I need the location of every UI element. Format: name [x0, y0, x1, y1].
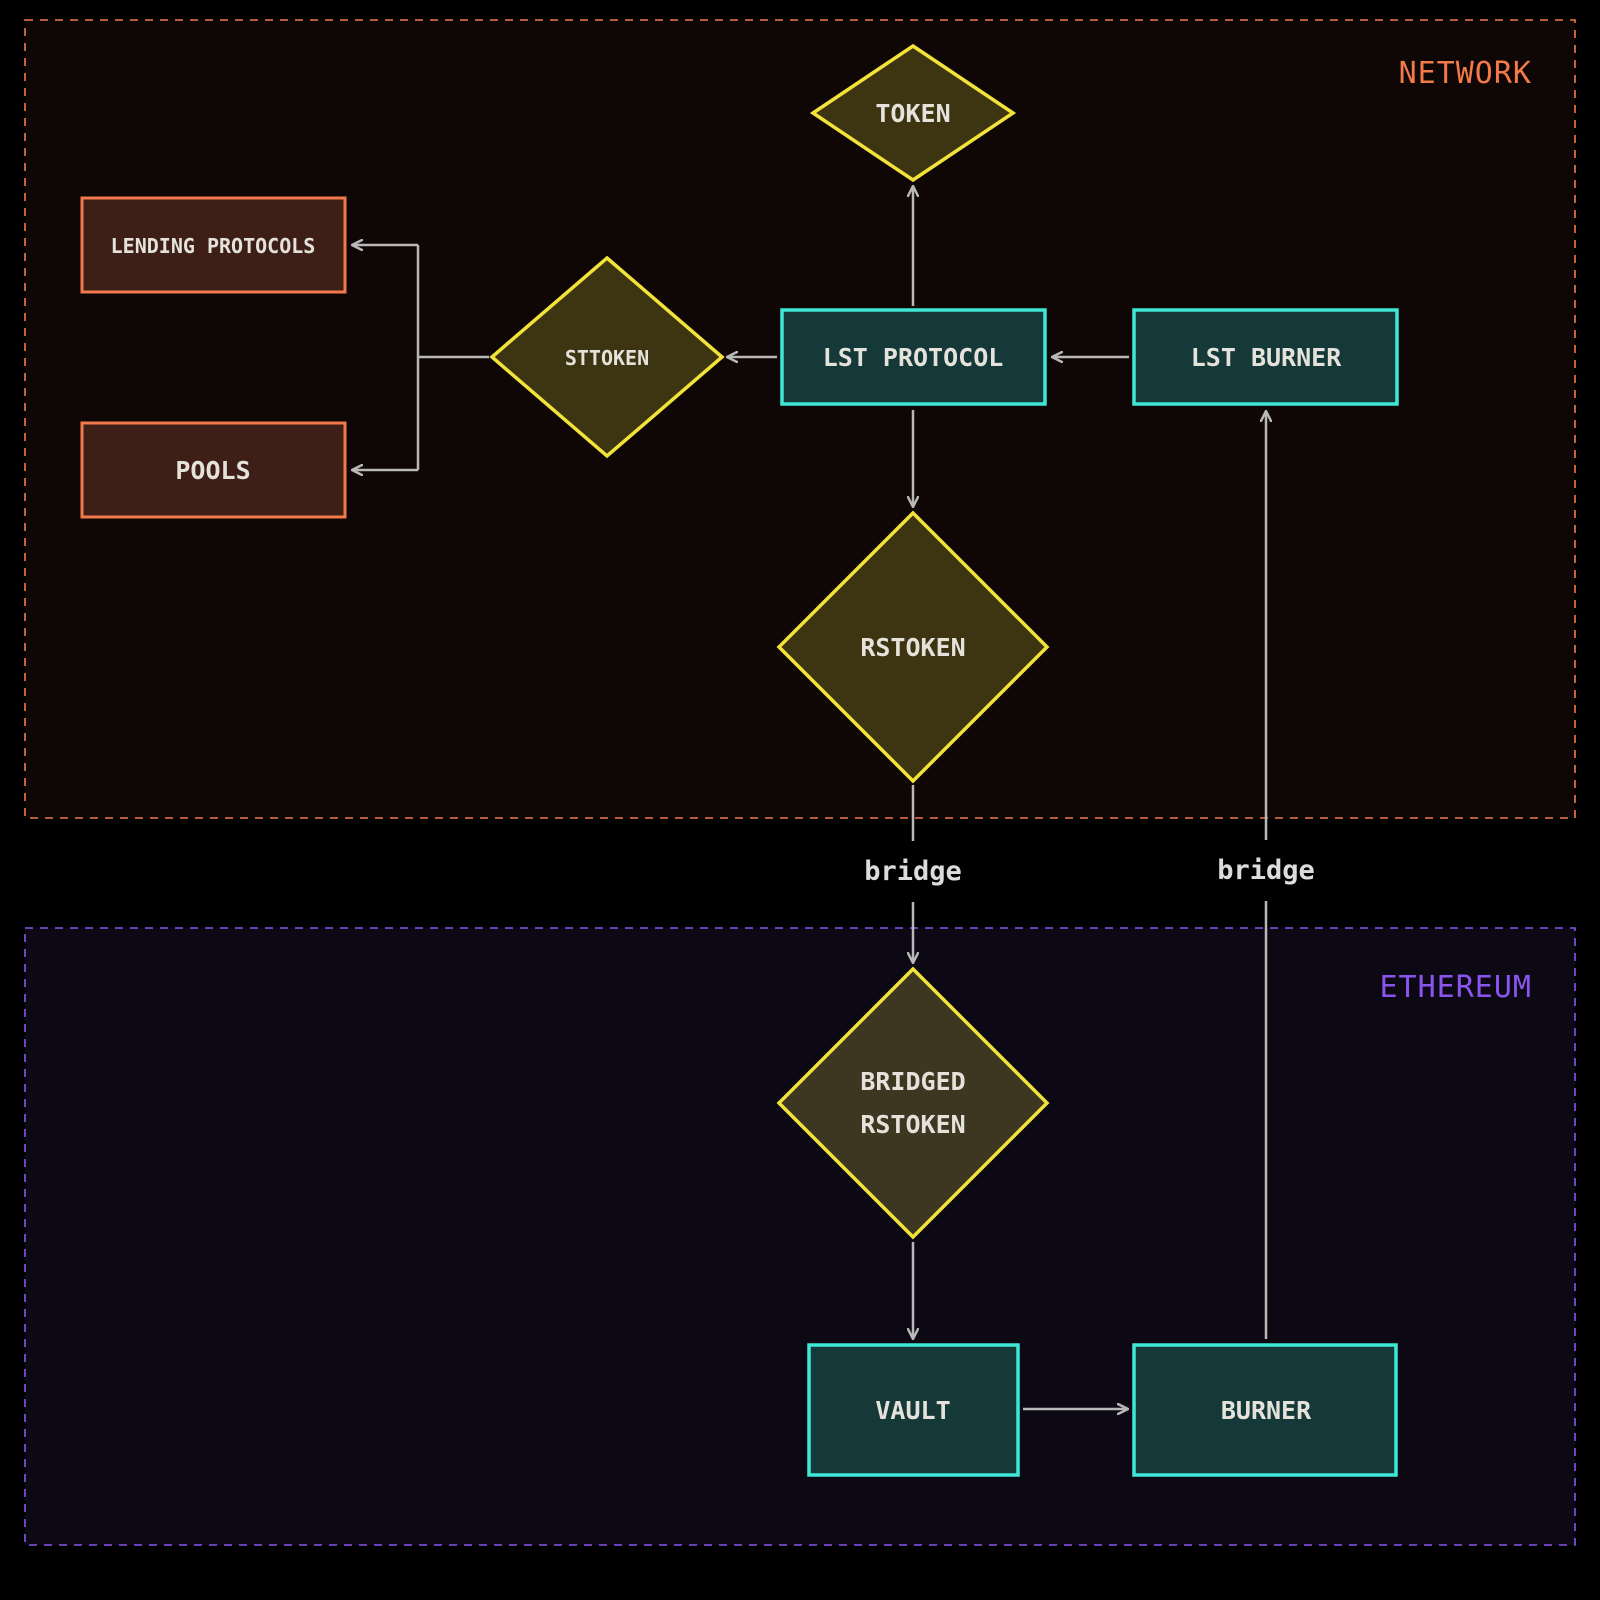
pools-label: POOLS [175, 456, 250, 485]
burner-node [1132, 1343, 1398, 1477]
burner-label: BURNER [1221, 1396, 1312, 1425]
lst-burner-label: LST BURNER [1191, 343, 1342, 372]
rstoken-node [776, 510, 1050, 784]
vault-node [807, 1343, 1020, 1477]
bridge-label-left: bridge [864, 856, 962, 887]
sttoken-label: STTOKEN [565, 346, 649, 370]
network-region-label: NETWORK [1399, 56, 1532, 91]
bridged-rstoken-label-line1: BRIDGED [860, 1067, 965, 1096]
lst-burner-node [1132, 308, 1399, 406]
ethereum-region-label: ETHEREUM [1380, 970, 1533, 1005]
token-label: TOKEN [875, 99, 950, 128]
lst-protocol-label: LST PROTOCOL [823, 343, 1004, 372]
sttoken-node [489, 255, 725, 459]
lending-protocols-label: LENDING PROTOCOLS [111, 234, 316, 258]
lending-protocols-node [80, 196, 347, 294]
bridged-rstoken-label-line2: RSTOKEN [860, 1110, 965, 1139]
bridge-label-right: bridge [1217, 855, 1315, 886]
vault-label: VAULT [875, 1396, 950, 1425]
token-node [809, 43, 1017, 183]
pools-node [80, 421, 347, 519]
lst-protocol-node [780, 308, 1047, 406]
bridged-rstoken-node [776, 966, 1050, 1240]
network-region [24, 19, 1576, 819]
rstoken-label: RSTOKEN [860, 633, 965, 662]
